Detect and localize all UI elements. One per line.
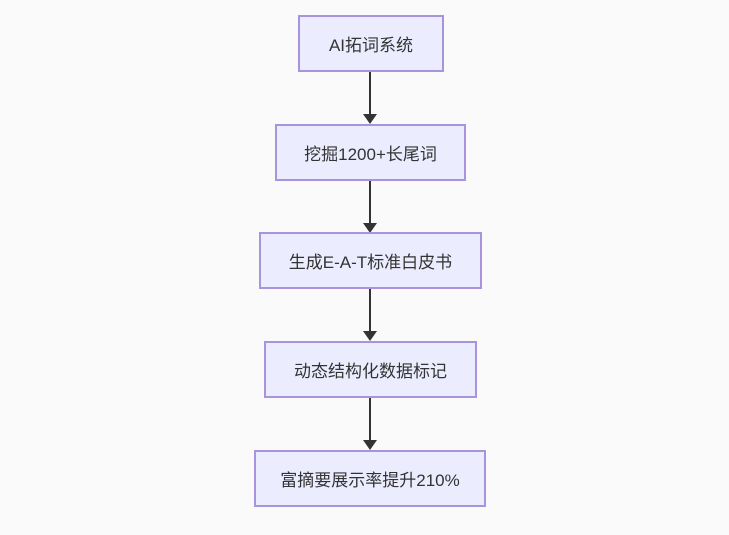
edge-line-a-b xyxy=(369,72,371,114)
flow-node-structured-data-markup: 动态结构化数据标记 xyxy=(264,341,477,398)
edge-line-d-e xyxy=(369,398,371,440)
arrowhead-icon xyxy=(363,331,377,341)
arrowhead-icon xyxy=(363,440,377,450)
flow-node-longtail-mining: 挖掘1200+长尾词 xyxy=(275,124,466,181)
flow-node-rich-snippet-rate: 富摘要展示率提升210% xyxy=(254,450,486,507)
edge-line-c-d xyxy=(369,289,371,331)
edge-line-b-c xyxy=(369,181,371,223)
arrowhead-icon xyxy=(363,114,377,124)
flow-node-eat-whitepaper: 生成E-A-T标准白皮书 xyxy=(259,232,482,289)
flow-node-ai-keyword-system: AI拓词系统 xyxy=(298,15,444,72)
arrowhead-icon xyxy=(363,223,377,233)
